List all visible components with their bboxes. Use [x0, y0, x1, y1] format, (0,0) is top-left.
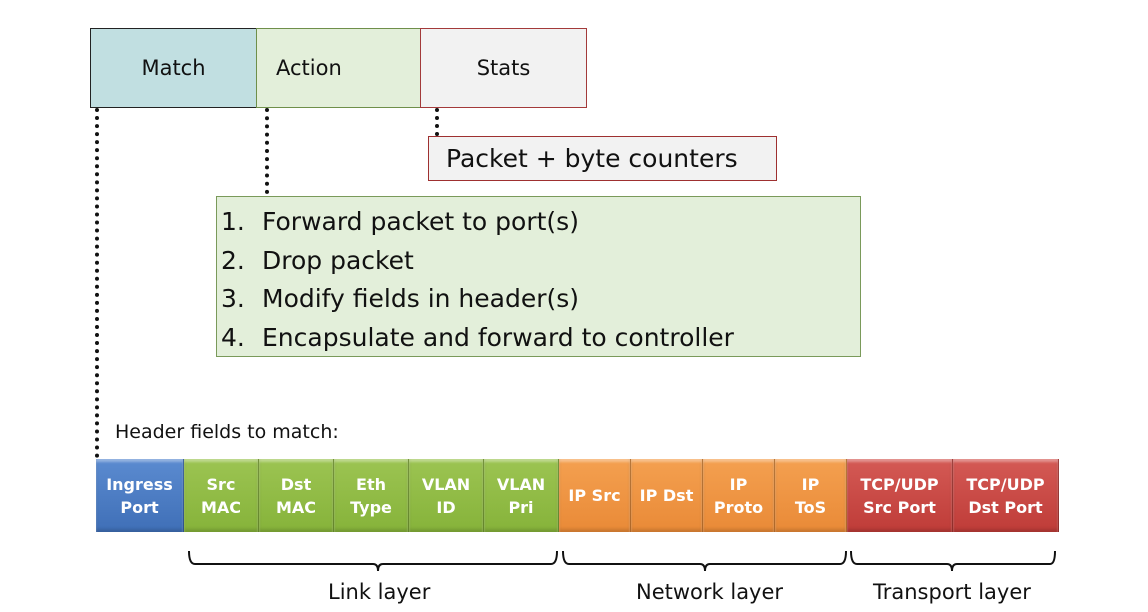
match-connector — [95, 108, 99, 458]
action-number: 4. — [221, 322, 245, 352]
field-line1: IP Dst — [639, 486, 694, 505]
stats-detail-box: Packet + byte counters — [428, 136, 777, 181]
field-vlan-id: VLAN ID — [409, 459, 484, 532]
field-line1: TCP/UDP — [966, 474, 1045, 494]
field-line2: Pri — [508, 497, 534, 517]
action-label: Action — [276, 56, 342, 80]
transport-layer-brace — [850, 550, 1056, 572]
field-line2: Port — [120, 497, 159, 517]
field-tcp-udp-src-port: TCP/UDP Src Port — [847, 459, 953, 532]
field-line1: IP — [729, 474, 748, 494]
action-number: 1. — [221, 207, 245, 236]
actions-list-box: 1. Forward packet to port(s) 2. Drop pac… — [216, 196, 861, 357]
action-item: 4. Encapsulate and forward to controller — [221, 319, 860, 358]
field-ip-src: IP Src — [559, 459, 631, 532]
match-label: Match — [141, 56, 206, 80]
action-text: Modify fields in header(s) — [262, 284, 580, 313]
field-line2: ID — [436, 497, 456, 517]
field-line1: Ingress — [106, 474, 173, 494]
field-line2: Type — [350, 497, 392, 517]
field-line2: MAC — [200, 497, 242, 517]
field-line2: Src Port — [863, 497, 936, 517]
field-line1: Src — [206, 474, 236, 494]
field-line1: Eth — [356, 474, 386, 494]
field-line1: VLAN — [496, 474, 546, 494]
match-box: Match — [90, 28, 257, 108]
transport-layer-label: Transport layer — [873, 580, 1031, 604]
stats-connector — [435, 108, 439, 136]
network-layer-brace — [562, 550, 847, 572]
field-line2: Dst Port — [968, 497, 1043, 517]
network-layer-label: Network layer — [636, 580, 784, 604]
link-layer-label: Link layer — [328, 580, 431, 604]
action-box: Action — [256, 28, 421, 108]
action-connector — [265, 108, 269, 194]
field-line2: Proto — [713, 497, 764, 517]
field-line1: VLAN — [421, 474, 471, 494]
stats-box: Stats — [420, 28, 587, 108]
header-fields-label: Header fields to match: — [115, 421, 339, 443]
action-item: 1. Forward packet to port(s) — [221, 203, 860, 242]
field-line1: IP Src — [568, 486, 621, 505]
field-vlan-pri: VLAN Pri — [484, 459, 559, 532]
field-line1: Dst — [280, 474, 312, 494]
field-ip-proto: IP Proto — [703, 459, 775, 532]
stats-label: Stats — [476, 56, 531, 80]
stats-detail-text: Packet + byte counters — [446, 144, 738, 173]
action-text: Forward packet to port(s) — [262, 207, 579, 236]
link-layer-brace — [188, 550, 558, 572]
action-text: Encapsulate and forward to controller — [262, 322, 734, 352]
action-text: Drop packet — [262, 245, 414, 275]
action-item: 3. Modify fields in header(s) — [221, 280, 860, 319]
action-number: 2. — [221, 245, 245, 275]
field-line2: MAC — [275, 497, 317, 517]
action-item: 2. Drop packet — [221, 242, 860, 281]
field-line1: IP — [801, 474, 820, 494]
field-line2: ToS — [794, 497, 827, 517]
field-ip-dst: IP Dst — [631, 459, 703, 532]
field-line1: TCP/UDP — [860, 474, 939, 494]
field-ip-tos: IP ToS — [775, 459, 847, 532]
action-number: 3. — [221, 284, 245, 313]
field-tcp-udp-dst-port: TCP/UDP Dst Port — [953, 459, 1059, 532]
